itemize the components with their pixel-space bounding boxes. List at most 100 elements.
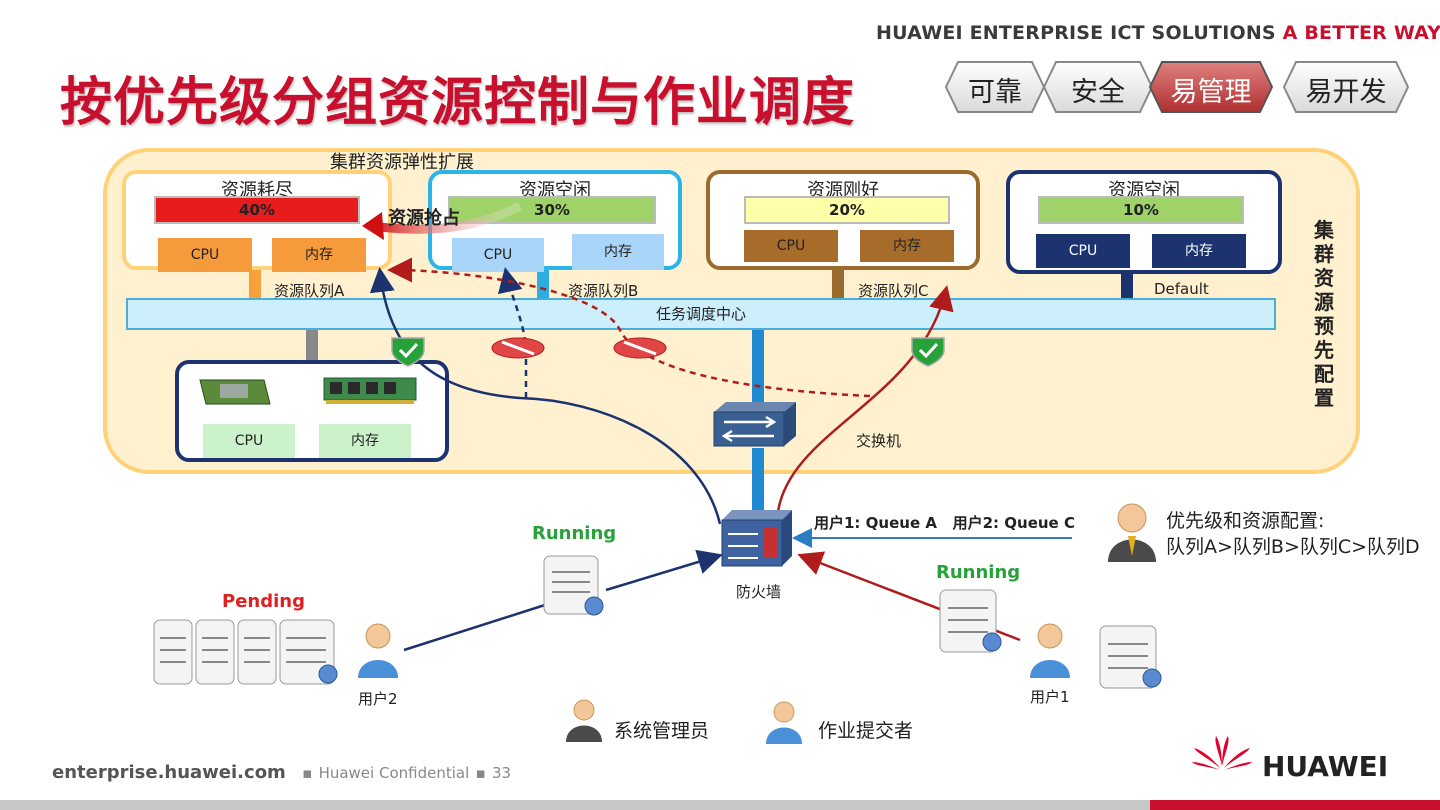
nav-pills: 可靠 安全 易管理 易开发 (944, 60, 1410, 112)
job-scroll-icon (279, 619, 338, 685)
job-scroll-icon (543, 555, 604, 616)
user1-label: 用户1 (1030, 688, 1070, 706)
queue-a-usage-bar: 40% (154, 196, 360, 224)
job-scroll-icon (237, 619, 277, 685)
queue-b-label: 资源队列B (568, 282, 639, 300)
preconfig-char: 置 (1314, 386, 1334, 410)
resource-pool-box: CPU 内存 (175, 360, 449, 462)
queue-default-usage-bar: 10% (1038, 196, 1244, 224)
firewall-icon (721, 510, 792, 567)
nav-pill-secure[interactable]: 安全 (1044, 60, 1152, 112)
footer-brand: HUAWEI (1262, 750, 1389, 783)
pill-shape-2 (1042, 61, 1154, 113)
pill-shape-3 (1148, 61, 1274, 113)
nav-pill-shapes (944, 61, 1410, 113)
preconfig-label: 集 群 资 源 预 先 配 置 (1310, 218, 1338, 410)
queue-default-connector (1121, 272, 1133, 300)
queue-a-cpu: CPU (158, 238, 252, 272)
nav-pill-label: 易开发 (1305, 77, 1387, 108)
legend-submitter-icon (766, 701, 802, 744)
deny-icon (491, 337, 545, 359)
tagline-main: HUAWEI ENTERPRISE ICT SOLUTIONS (876, 22, 1276, 44)
queue-b-memory: 内存 (572, 234, 664, 270)
queue-default-status: 资源空闲 (1108, 180, 1180, 201)
queue-c-cpu: CPU (744, 230, 838, 262)
job-scroll-icon (195, 619, 235, 685)
memory-module-icon (323, 377, 417, 404)
preconfig-char: 源 (1314, 290, 1334, 314)
preconfig-char: 配 (1314, 362, 1334, 386)
preconfig-char: 群 (1314, 242, 1334, 266)
queue-b-box: 资源空闲 30% CPU 内存 (428, 170, 682, 272)
job-scroll-icon (153, 619, 193, 685)
admin-icon (1108, 503, 1156, 562)
pill-shape-1 (944, 61, 1046, 113)
pending-status: Pending (222, 591, 305, 612)
page-title: 按优先级分组资源控制与作业调度 (60, 73, 856, 133)
queue-assignment-label: 用户1: Queue A 用户2: Queue C (814, 514, 1075, 532)
footer-band (0, 800, 1440, 810)
preempt-label: 资源抢占 (388, 208, 460, 229)
queue-a-box: 资源耗尽 40% CPU 内存 (122, 170, 392, 272)
tagline-accent: A BETTER WAY (1282, 22, 1440, 44)
nav-pill-reliable[interactable]: 可靠 (946, 60, 1044, 112)
queue-c-connector (832, 270, 844, 300)
footer-separator-icon: ▪ (302, 764, 313, 782)
running-status-right: Running (936, 562, 1021, 583)
running-status-left: Running (532, 523, 617, 544)
header-tagline: HUAWEI ENTERPRISE ICT SOLUTIONS A BETTER… (876, 22, 1440, 44)
nav-pill-easy-develop[interactable]: 易开发 (1284, 60, 1408, 112)
preconfig-char: 资 (1314, 266, 1334, 290)
nav-pill-label: 安全 (1071, 77, 1125, 108)
path-to-queue-b-blocked (497, 267, 528, 398)
queue-c-status: 资源刚好 (807, 180, 879, 201)
legend-submitter-label: 作业提交者 (818, 720, 914, 742)
footer-accent-band (1150, 800, 1440, 810)
queue-default-box: 资源空闲 10% CPU 内存 (1006, 170, 1282, 274)
pool-cpu: CPU (203, 424, 295, 458)
queue-a-label: 资源队列A (274, 282, 345, 300)
switch-label: 交换机 (856, 432, 902, 450)
queue-a-memory: 内存 (272, 238, 366, 272)
user2-icon (358, 623, 398, 678)
footer-confidential: Huawei Confidential (318, 764, 470, 782)
policy-rule: 队列A>队列B>队列C>队列D (1166, 536, 1420, 558)
footer-separator-icon: ▪ (475, 764, 486, 782)
nav-pill-easy-manage[interactable]: 易管理 (1150, 60, 1272, 112)
pill-shape-4 (1282, 61, 1410, 113)
queue-c-usage-bar: 20% (744, 196, 950, 224)
queue-b-cpu: CPU (452, 238, 544, 272)
footer-site[interactable]: enterprise.huawei.com (52, 762, 286, 783)
check-icon (911, 337, 945, 367)
job-scroll-icon (1099, 625, 1162, 689)
trunk-lower (752, 448, 764, 516)
pool-memory: 内存 (319, 424, 411, 458)
footer-page-number: 33 (491, 764, 512, 782)
deny-icon (613, 337, 667, 359)
task-scheduler-center: 任务调度中心 (126, 298, 1276, 330)
footer: enterprise.huawei.com ▪ Huawei Confident… (52, 762, 511, 783)
running-job-arrow (605, 549, 723, 592)
huawei-logo-icon (1192, 736, 1252, 770)
legend-admin-label: 系统管理员 (614, 720, 710, 742)
queue-default-memory: 内存 (1152, 234, 1246, 268)
switch-icon (713, 402, 796, 447)
path-to-queue-c (776, 285, 954, 513)
policy-title: 优先级和资源配置: (1166, 510, 1325, 532)
path-dashed-to-queue-a (387, 257, 871, 398)
queue-b-connector (537, 268, 549, 300)
preconfig-char: 先 (1314, 338, 1334, 362)
queue-a-status: 资源耗尽 (221, 180, 293, 201)
preconfig-char: 预 (1314, 314, 1334, 338)
path-to-queue-a (369, 267, 722, 525)
queue-a-connector (249, 270, 261, 300)
job-scroll-icon (939, 589, 1002, 653)
preempt-arrowhead (362, 212, 384, 240)
trunk-upper (752, 330, 764, 410)
queue-default-label: Default (1154, 280, 1209, 298)
user1-icon (1030, 623, 1070, 678)
pool-connector (306, 330, 318, 360)
firewall-label: 防火墙 (736, 583, 782, 601)
nav-pill-label: 易管理 (1170, 77, 1252, 108)
